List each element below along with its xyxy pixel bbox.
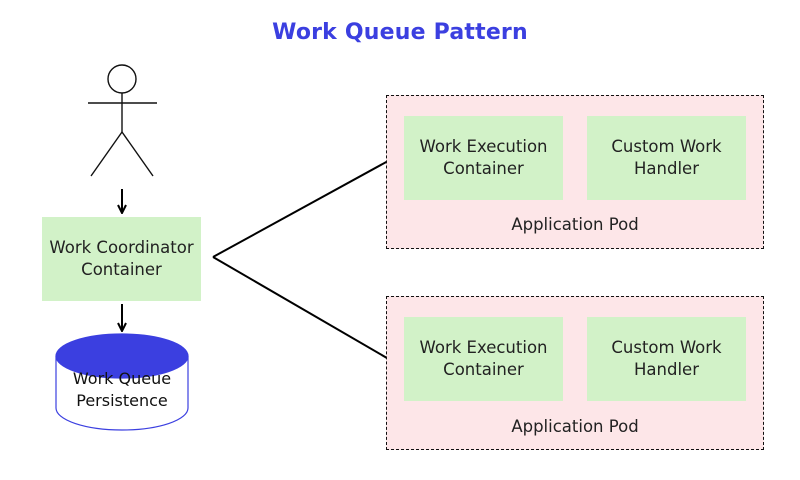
work-coordinator-label-line2: Container [81, 260, 162, 279]
pod-2-work-execution-container: Work Execution Container [404, 317, 563, 401]
persistence-label-line2: Persistence [76, 391, 168, 410]
database-cylinder-icon [55, 333, 189, 431]
coordinator-to-pod-2-arrow [212, 256, 399, 365]
pod-1-work-execution-container: Work Execution Container [404, 116, 563, 200]
pod-2-custom-work-handler: Custom Work Handler [587, 317, 746, 401]
pod-1-label: Application Pod [511, 215, 639, 234]
diagram-title: Work Queue Pattern [272, 20, 528, 45]
pod-1-custom-work-handler: Custom Work Handler [587, 116, 746, 200]
pod-2-handler-label-line2: Handler [634, 360, 699, 379]
user-actor-icon [88, 64, 157, 177]
pod-2-execution-label-line2: Container [443, 360, 524, 379]
persistence-label-line1: Work Queue [72, 369, 172, 388]
coordinator-to-pod-1-arrow [212, 155, 399, 258]
pod-1-handler-label-line2: Handler [634, 159, 699, 178]
pod-2-handler-label-line1: Custom Work [611, 338, 722, 357]
pod-2-label: Application Pod [511, 417, 639, 436]
pod-1-execution-label-line1: Work Execution [419, 137, 548, 156]
work-coordinator-label-line1: Work Coordinator [49, 238, 194, 257]
work-queue-persistence-label: Work Queue Persistence [56, 368, 188, 412]
pod-2-execution-label-line1: Work Execution [419, 338, 548, 357]
pod-1-handler-label-line1: Custom Work [611, 137, 722, 156]
work-coordinator-container: Work Coordinator Container [42, 217, 201, 301]
pod-1-execution-label-line2: Container [443, 159, 524, 178]
